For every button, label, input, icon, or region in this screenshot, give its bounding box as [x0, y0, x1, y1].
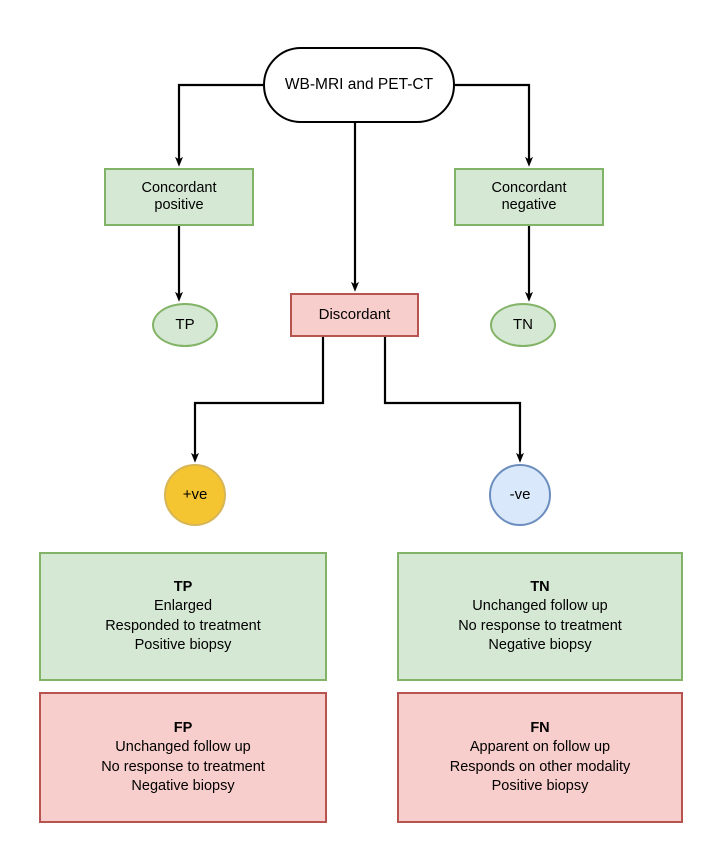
panel-title: TN	[530, 578, 550, 595]
panel-title: FP	[173, 719, 193, 736]
edge-root-to-concordant-positive	[175, 83, 263, 167]
panel-line-2: Responds on other modality	[449, 758, 631, 775]
node-label: Discordant	[318, 306, 391, 324]
node-concordant-positive[interactable]: Concordant positive	[104, 168, 254, 226]
panel-false-negative: FN Apparent on follow up Responds on oth…	[397, 692, 683, 823]
node-negative-circle[interactable]: -ve	[489, 464, 551, 526]
node-label: -ve	[509, 486, 531, 504]
panel-line-2: No response to treatment	[458, 617, 622, 634]
panel-false-positive: FP Unchanged follow up No response to tr…	[39, 692, 327, 823]
panel-line-3: Positive biopsy	[134, 636, 232, 653]
node-label-line-1: Concordant	[491, 180, 567, 197]
node-concordant-negative[interactable]: Concordant negative	[454, 168, 604, 226]
node-discordant[interactable]: Discordant	[290, 293, 419, 337]
edge-root-to-concordant-negative	[455, 83, 533, 167]
node-positive-circle[interactable]: +ve	[164, 464, 226, 526]
panel-line-1: Apparent on follow up	[469, 739, 611, 756]
panel-title: FN	[530, 719, 550, 736]
node-wb-mri-and-pet-ct[interactable]: WB-MRI and PET-CT	[263, 47, 455, 123]
panel-line-1: Enlarged	[153, 598, 213, 615]
node-label: WB-MRI and PET-CT	[284, 76, 434, 94]
node-label: TN	[513, 316, 533, 334]
edge-discordant-to-negative	[383, 337, 524, 463]
panel-line-3: Positive biopsy	[491, 777, 589, 794]
panel-true-negative: TN Unchanged follow up No response to tr…	[397, 552, 683, 681]
panel-line-3: Negative biopsy	[488, 636, 592, 653]
node-label-line-2: positive	[154, 197, 204, 213]
node-tn-ellipse[interactable]: TN	[490, 303, 556, 347]
node-tp-ellipse[interactable]: TP	[152, 303, 218, 347]
panel-line-1: Unchanged follow up	[472, 598, 608, 615]
panel-line-1: Unchanged follow up	[115, 739, 251, 756]
node-label-line-1: Concordant	[141, 180, 217, 197]
panel-line-3: Negative biopsy	[131, 777, 235, 794]
node-label: TP	[175, 316, 195, 334]
panel-line-2: Responded to treatment	[105, 617, 261, 634]
edge-discordant-to-positive	[191, 337, 325, 463]
node-label-line-2: negative	[501, 197, 557, 213]
panel-line-2: No response to treatment	[101, 758, 265, 775]
panel-title: TP	[173, 578, 193, 595]
panel-true-positive: TP Enlarged Responded to treatment Posit…	[39, 552, 327, 681]
node-label: +ve	[182, 486, 208, 504]
